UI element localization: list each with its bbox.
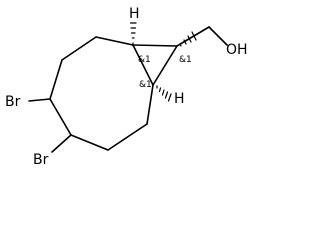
hash-line (191, 31, 197, 41)
bond-c9-ch2 (176, 26, 210, 47)
bond-c1-c9 (132, 44, 178, 47)
hashed-wedge-ch2oh (179, 31, 197, 47)
hash-line (183, 39, 187, 45)
h-atom-right-label: H (174, 91, 185, 107)
bond-c4-c5 (49, 98, 72, 136)
bromine-lower-label: Br (33, 152, 49, 168)
hash-line (179, 43, 182, 47)
bond-c7-c8 (146, 84, 154, 125)
hash-line (187, 35, 192, 43)
bond-c2-c3 (61, 36, 97, 61)
stereo-label-c1: &1 (138, 55, 151, 65)
bond-c6-c7 (107, 123, 148, 151)
hydroxyl-label: OH (226, 42, 248, 58)
bond-c3-c4 (49, 59, 63, 100)
bond-c9-c8 (152, 45, 178, 86)
molecule-structure: H H OH Br Br &1 &1 &1 (5, 6, 248, 168)
bond-c8-c1 (132, 44, 154, 86)
hash-line (158, 87, 162, 93)
bond-c5-c6 (70, 134, 109, 151)
bond-ch2-o (208, 26, 228, 46)
hashed-wedge-right (156, 85, 172, 102)
bond-c5-br (51, 134, 72, 153)
stereo-label-c9: &1 (179, 55, 192, 65)
ring-bonds (49, 36, 154, 151)
bromine-upper-label: Br (5, 94, 21, 110)
bond-c1-c2 (95, 36, 134, 46)
hash-line (164, 91, 169, 99)
hashed-wedge-top (129, 22, 137, 47)
h-atom-top-label: H (129, 6, 140, 22)
bond-c4-br (28, 98, 51, 102)
hash-line (167, 93, 172, 102)
stereo-label-c8: &1 (139, 80, 152, 90)
hash-line (161, 89, 165, 96)
